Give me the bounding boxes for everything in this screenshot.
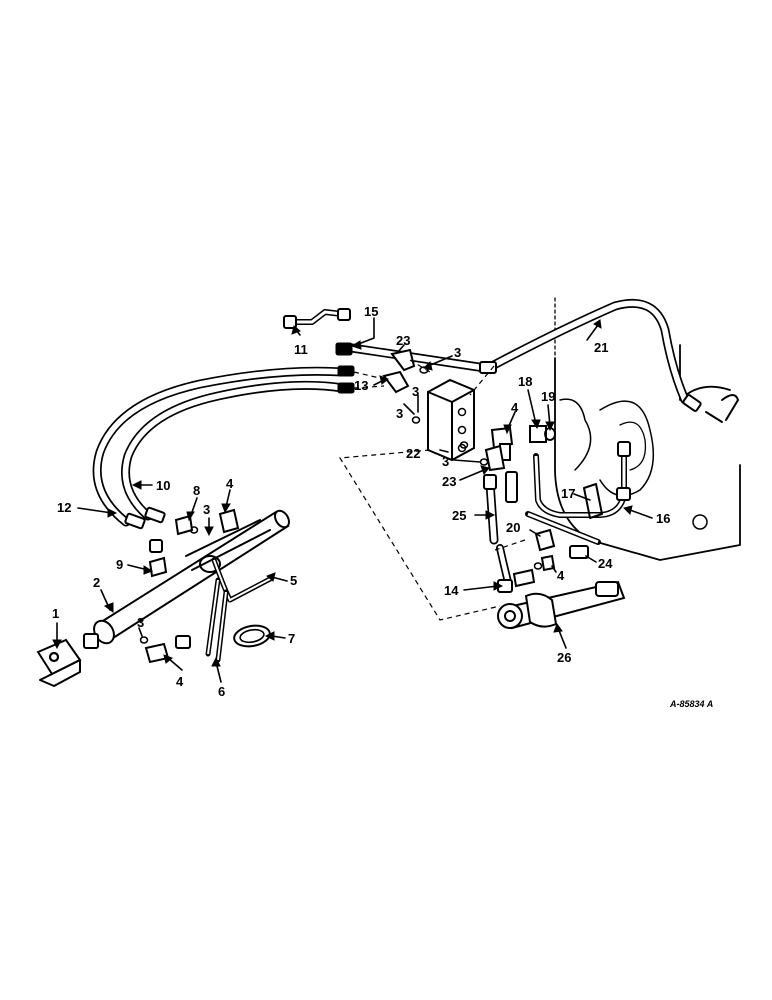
leader-arrows [52, 317, 653, 683]
valve-block-22 [427, 378, 475, 462]
label-part-16: 16 [656, 511, 670, 526]
label-part-4c: 4 [511, 400, 519, 415]
label-part-18: 18 [518, 374, 532, 389]
label-part-10: 10 [156, 478, 170, 493]
label-part-24: 24 [598, 556, 613, 571]
label-part-17: 17 [561, 486, 575, 501]
drawing-reference: A-85834 A [669, 699, 713, 709]
label-part-13: 13 [354, 378, 368, 393]
label-part-22: 22 [406, 446, 420, 461]
label-part-4b: 4 [226, 476, 234, 491]
label-part-23: 23 [396, 333, 410, 348]
label-part-4: 4 [176, 674, 184, 689]
label-part-26: 26 [557, 650, 571, 665]
label-part-3b: 3 [203, 502, 210, 517]
label-part-21: 21 [594, 340, 608, 355]
label-part-2: 2 [93, 575, 100, 590]
label-part-3f: 3 [442, 454, 449, 469]
label-part-5: 5 [290, 573, 297, 588]
label-part-3e: 3 [396, 406, 403, 421]
callout-labels: 1 2 3 3 3 3 3 3 4 4 4 4 5 6 7 8 9 10 11 … [52, 304, 713, 709]
label-part-12: 12 [57, 500, 71, 515]
label-part-15: 15 [364, 304, 378, 319]
label-part-3: 3 [137, 615, 144, 630]
label-part-14: 14 [444, 583, 459, 598]
pipe-11 [283, 308, 351, 329]
label-part-3c: 3 [454, 345, 461, 360]
label-part-4d: 4 [557, 568, 565, 583]
hose-fittings [124, 342, 739, 593]
label-part-1: 1 [52, 606, 59, 621]
label-part-23b: 23 [442, 474, 456, 489]
label-part-3d: 3 [412, 384, 419, 399]
label-part-7: 7 [288, 631, 295, 646]
label-part-6: 6 [218, 684, 225, 699]
label-part-11: 11 [294, 342, 308, 357]
label-part-19: 19 [541, 389, 555, 404]
label-part-9: 9 [116, 557, 123, 572]
label-part-8: 8 [193, 483, 200, 498]
label-part-20: 20 [506, 520, 520, 535]
label-part-25: 25 [452, 508, 466, 523]
tractor-housing [554, 297, 741, 561]
pipes-16-17-24 [525, 441, 631, 545]
valve-26 [497, 580, 626, 630]
hoses [92, 298, 690, 586]
